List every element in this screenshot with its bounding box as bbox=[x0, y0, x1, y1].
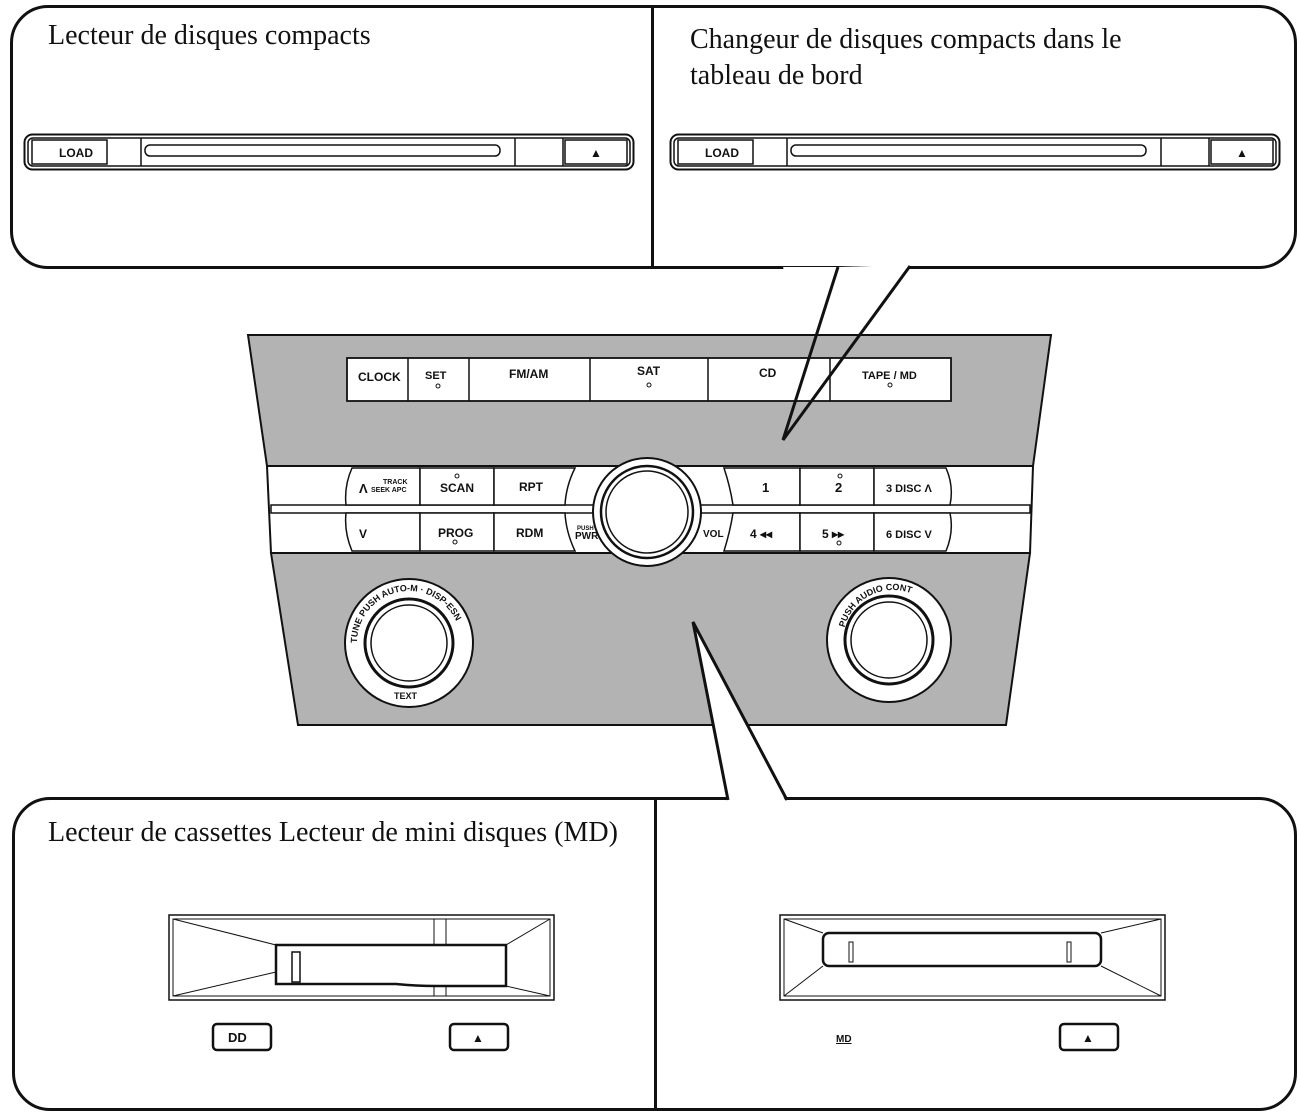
caption-cd-changer: Changeur de disques compacts dans le tab… bbox=[690, 24, 1122, 91]
minidisc-unit: MD ▲ bbox=[779, 914, 1166, 1052]
cassette-door[interactable] bbox=[274, 943, 508, 988]
cd-button[interactable]: CD bbox=[759, 366, 777, 380]
vol-label: VOL bbox=[703, 529, 724, 540]
preset-6-disc-down-button[interactable]: 6 DISC V bbox=[886, 529, 933, 541]
cd-changer-slot: LOAD ▲ bbox=[669, 133, 1281, 171]
load-label: LOAD bbox=[705, 146, 739, 160]
tune-knob[interactable]: TUNE PUSH AUTO-M · DISP-ESN TEXT bbox=[344, 578, 474, 708]
clock-button[interactable]: CLOCK bbox=[358, 370, 401, 384]
audio-control-knob[interactable]: PUSH AUDIO CONT bbox=[826, 577, 952, 703]
eject-button[interactable]: ▲ bbox=[1210, 139, 1274, 165]
cassette-unit: DD ▲ bbox=[168, 914, 555, 1052]
eject-icon: ▲ bbox=[1082, 1031, 1094, 1045]
preset-1-button[interactable]: 1 bbox=[762, 480, 769, 495]
dolby-button[interactable]: DD bbox=[211, 1022, 273, 1052]
dolby-icon: DD bbox=[228, 1030, 247, 1045]
sat-button[interactable]: SAT bbox=[637, 364, 661, 378]
preset-2-button[interactable]: 2 bbox=[835, 480, 842, 495]
rdm-button[interactable]: RDM bbox=[516, 526, 543, 540]
cd-player-slot: LOAD ▲ bbox=[23, 133, 635, 171]
callout-cassette-md bbox=[691, 621, 789, 801]
bottom-panel-divider bbox=[654, 800, 657, 1108]
text-label: TEXT bbox=[394, 691, 418, 701]
tape-md-button[interactable]: TAPE / MD bbox=[862, 370, 917, 382]
eject-icon: ▲ bbox=[472, 1031, 484, 1045]
load-label: LOAD bbox=[59, 146, 93, 160]
fm-am-button[interactable]: FM/AM bbox=[509, 367, 548, 381]
eject-icon: ▲ bbox=[590, 146, 602, 160]
top-panel-divider bbox=[651, 8, 654, 266]
minidisc-slot[interactable] bbox=[821, 931, 1103, 968]
set-button[interactable]: SET bbox=[425, 370, 447, 382]
scan-button[interactable]: SCAN bbox=[440, 481, 474, 495]
caption-cassette-md: Lecteur de cassettes Lecteur de mini dis… bbox=[48, 817, 618, 848]
preset-3-disc-up-button[interactable]: 3 DISC Λ bbox=[886, 483, 933, 495]
rpt-button[interactable]: RPT bbox=[519, 480, 544, 494]
pwr-button[interactable]: PWR bbox=[575, 531, 599, 542]
track-up-button[interactable]: Λ bbox=[359, 481, 368, 496]
volume-power-knob[interactable] bbox=[592, 457, 702, 567]
preset-5-button[interactable]: 5 ▸▸ bbox=[822, 527, 845, 541]
callout-cd-changer bbox=[781, 265, 912, 441]
minidisc-logo: MD bbox=[836, 1034, 852, 1045]
preset-4-button[interactable]: 4 ◂◂ bbox=[750, 527, 773, 541]
caption-cd-player: Lecteur de disques compacts bbox=[48, 20, 371, 51]
cassette-eject-button[interactable]: ▲ bbox=[448, 1022, 510, 1052]
seek-apc-label: SEEK APC bbox=[371, 487, 407, 494]
track-down-button[interactable]: V bbox=[359, 527, 367, 541]
eject-icon: ▲ bbox=[1236, 146, 1248, 160]
eject-button[interactable]: ▲ bbox=[564, 139, 628, 165]
minidisc-eject-button[interactable]: ▲ bbox=[1058, 1022, 1120, 1052]
load-button[interactable]: LOAD bbox=[677, 139, 754, 165]
top-button-strip: CLOCK SET FM/AM SAT CD TAPE / MD bbox=[346, 357, 952, 402]
load-button[interactable]: LOAD bbox=[31, 139, 108, 165]
push-label: PUSH bbox=[577, 526, 594, 532]
prog-button[interactable]: PROG bbox=[438, 526, 473, 540]
disc-slot bbox=[144, 144, 501, 157]
disc-slot bbox=[790, 144, 1147, 157]
track-label: TRACK bbox=[383, 479, 408, 486]
